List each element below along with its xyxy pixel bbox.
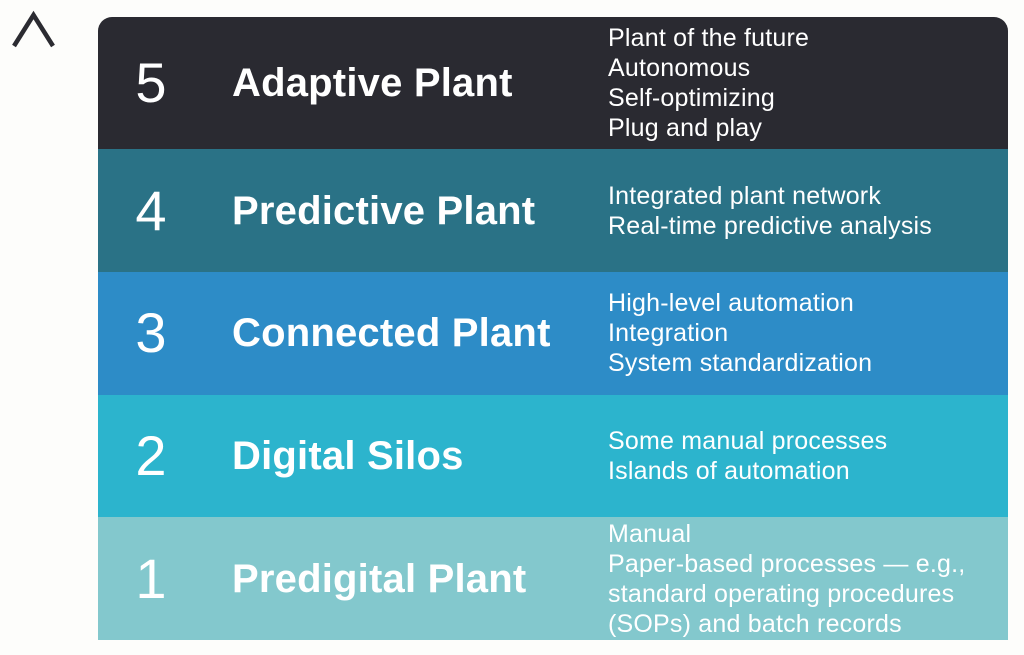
level-5-number: 5 bbox=[135, 51, 167, 115]
level-5-band: 5 Adaptive Plant Plant of the future Aut… bbox=[98, 17, 1008, 150]
growth-arrow bbox=[0, 0, 70, 655]
level-3-features: High-level automation Integration System… bbox=[580, 288, 1008, 378]
level-3-number: 3 bbox=[135, 301, 167, 365]
feature-line: Some manual processes bbox=[608, 427, 888, 456]
feature-line: Autonomous bbox=[608, 54, 751, 83]
feature-line: System standardization bbox=[608, 349, 873, 378]
level-5-title: Adaptive Plant bbox=[232, 61, 513, 106]
level-4-title: Predictive Plant bbox=[232, 188, 536, 233]
feature-line: standard operating procedures bbox=[608, 579, 955, 608]
growth-arrow-svg bbox=[12, 10, 55, 641]
feature-line: Real-time predictive analysis bbox=[608, 211, 932, 240]
level-4-features: Integrated plant network Real-time predi… bbox=[580, 181, 1008, 241]
level-2-title: Digital Silos bbox=[232, 434, 464, 479]
level-1-features: Manual Paper-based processes — e.g., sta… bbox=[580, 519, 1008, 639]
feature-line: (SOPs) and batch records bbox=[608, 609, 902, 638]
arrow-head-icon bbox=[12, 10, 55, 48]
level-1-title: Predigital Plant bbox=[232, 556, 527, 601]
maturity-levels: 5 Adaptive Plant Plant of the future Aut… bbox=[98, 17, 1008, 640]
level-3-band: 3 Connected Plant High-level automation … bbox=[98, 272, 1008, 395]
level-1-number: 1 bbox=[135, 546, 167, 610]
feature-line: Plant of the future bbox=[608, 24, 810, 53]
feature-line: Plug and play bbox=[608, 114, 763, 143]
level-5-features: Plant of the future Autonomous Self-opti… bbox=[580, 23, 1008, 143]
level-4-number: 4 bbox=[135, 178, 167, 242]
feature-line: High-level automation bbox=[608, 289, 854, 318]
level-1-band: 1 Predigital Plant Manual Paper-based pr… bbox=[98, 517, 1008, 640]
feature-line: Manual bbox=[608, 519, 692, 548]
feature-line: Islands of automation bbox=[608, 457, 850, 486]
feature-line: Paper-based processes — e.g., bbox=[608, 549, 966, 578]
level-4-band: 4 Predictive Plant Integrated plant netw… bbox=[98, 149, 1008, 273]
level-2-number: 2 bbox=[135, 424, 167, 488]
feature-line: Integrated plant network bbox=[608, 181, 882, 210]
level-2-features: Some manual processes Islands of automat… bbox=[580, 426, 1008, 486]
level-3-title: Connected Plant bbox=[232, 311, 551, 356]
feature-line: Self-optimizing bbox=[608, 84, 775, 113]
feature-line: Integration bbox=[608, 319, 729, 348]
level-2-band: 2 Digital Silos Some manual processes Is… bbox=[98, 394, 1008, 518]
